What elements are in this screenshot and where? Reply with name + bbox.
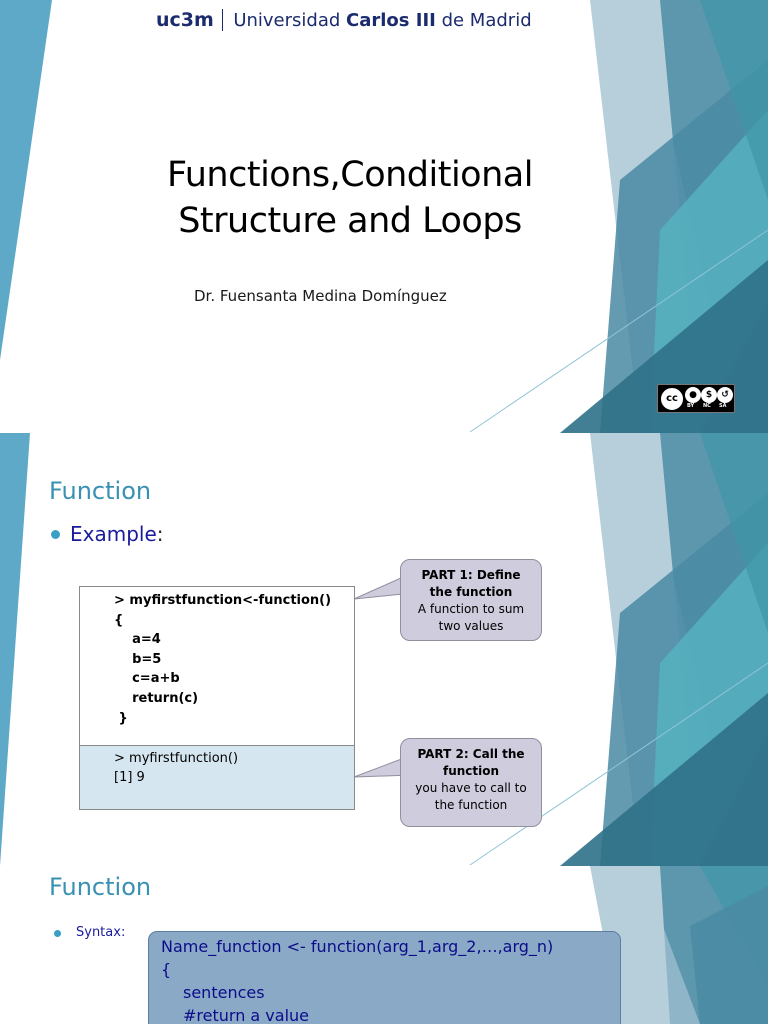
callout-body: two values	[438, 619, 504, 633]
logo-mark: uc3m	[156, 9, 214, 31]
bullet-dot	[54, 930, 61, 937]
callout-body: the function	[434, 798, 508, 812]
university-logo: uc3m Universidad Carlos III de Madrid	[156, 6, 532, 34]
syntax-label: Syntax:	[76, 925, 126, 940]
callout-title: function	[442, 764, 500, 778]
license-label-by: BY	[687, 403, 695, 409]
code-line: > myfirstfunction()	[114, 751, 239, 766]
slide-heading: Function	[49, 873, 152, 901]
code-line: > myfirstfunction<-function()	[114, 593, 332, 608]
title-line-2: Structure and Loops	[178, 201, 522, 241]
logo-divider	[221, 9, 224, 31]
bullet-example: Example:	[70, 522, 164, 546]
code-line: return(c)	[114, 690, 199, 706]
logo-name-suffix: de Madrid	[435, 9, 532, 31]
callout-define-function: PART 1: Define the function A function t…	[400, 559, 542, 641]
bullet-label: Example	[70, 522, 157, 546]
function-call-code: > myfirstfunction() [1] 9	[80, 745, 354, 809]
code-example-box: > myfirstfunction<-function() { a=4 b=5 c…	[79, 586, 355, 810]
title-slide: uc3m Universidad Carlos III de Madrid Fu…	[0, 0, 768, 433]
function-example-slide: Function Example: > myfirstfunction<-fun…	[0, 433, 768, 866]
bullet-suffix: :	[156, 522, 164, 546]
code-line: c=a+b	[114, 671, 180, 687]
presentation-title: Functions,Conditional Structure and Loop…	[140, 152, 560, 244]
code-line: b=5	[114, 651, 162, 667]
share-alike-icon: ↺	[717, 387, 733, 403]
license-label-nc: NC	[703, 403, 711, 409]
syntax-code-box: Name_function <- function(arg_1,arg_2,…,…	[148, 931, 621, 1024]
syntax-line: Name_function <- function(arg_1,arg_2,…,…	[161, 937, 554, 956]
callout-title: PART 1: Define	[421, 568, 521, 582]
slide-heading: Function	[49, 477, 152, 505]
callout-body: A function to sum	[417, 602, 525, 616]
callout-call-function: PART 2: Call the function you have to ca…	[400, 738, 542, 827]
attribution-icon: ●	[685, 387, 701, 403]
author-name: Dr. Fuensanta Medina Domínguez	[194, 287, 447, 305]
logo-name-prefix: Universidad	[233, 9, 347, 31]
license-label-sa: SA	[719, 403, 727, 409]
title-line-1: Functions,Conditional	[167, 155, 533, 195]
syntax-line: {	[161, 960, 172, 979]
code-line: [1] 9	[114, 770, 145, 785]
code-line: a=4	[114, 632, 161, 648]
cc-icon: cc	[660, 387, 684, 411]
logo-university-name: Universidad Carlos III de Madrid	[233, 10, 531, 31]
function-definition-code: > myfirstfunction<-function() { a=4 b=5 c…	[80, 587, 354, 745]
code-line: {	[114, 612, 124, 628]
callout-title: the function	[429, 585, 513, 599]
syntax-line: sentences	[183, 983, 265, 1002]
bullet-dot	[51, 530, 60, 539]
logo-name-bold: Carlos III	[346, 9, 436, 31]
function-syntax-slide: Function Syntax: Name_function <- functi…	[0, 866, 768, 1024]
callout-body: you have to call to	[415, 781, 527, 795]
non-commercial-icon: $	[701, 387, 717, 403]
callout-title: PART 2: Call the	[417, 747, 525, 761]
code-line: }	[114, 710, 128, 726]
syntax-line: #return a value	[183, 1006, 310, 1024]
creative-commons-license-badge: cc ● $ ↺ BY NC SA	[657, 384, 735, 413]
